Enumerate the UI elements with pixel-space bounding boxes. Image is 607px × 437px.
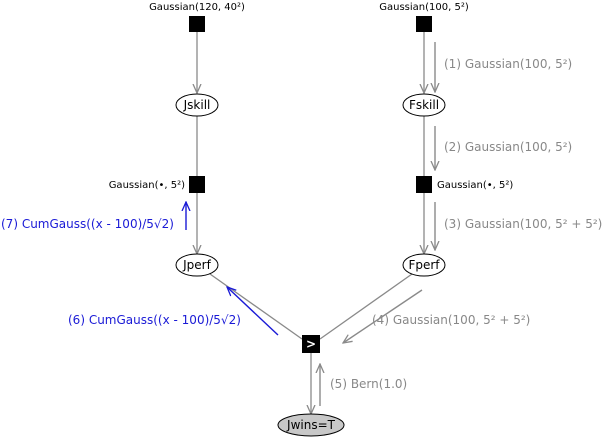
variable-jwins-observed (277, 413, 345, 437)
factor-fskill-prior (416, 16, 432, 32)
variable-fperf (402, 253, 446, 277)
factor-greater-than (302, 335, 320, 353)
edge-fperf-gt (319, 273, 413, 340)
message-label-4: (4) Gaussian(100, 5² + 5²) (372, 313, 530, 327)
message-label-6: (6) CumGauss((x - 100)/5√2) (68, 313, 241, 327)
message-label-5: (5) Bern(1.0) (330, 377, 407, 391)
variable-fperf-label: Fperf (408, 258, 440, 272)
message-label-2: (2) Gaussian(100, 5²) (444, 140, 572, 154)
message-label-3: (3) Gaussian(100, 5² + 5²) (444, 217, 602, 231)
message-arrow-4 (343, 289, 423, 343)
factor-fskill-prior-label: Gaussian(100, 5²) (379, 2, 469, 13)
variable-fskill-label: Fskill (409, 98, 439, 112)
variable-jwins-label: Jwins=T (286, 418, 336, 432)
message-label-1: (1) Gaussian(100, 5²) (444, 57, 572, 71)
factor-fperf-noise (416, 176, 432, 193)
factor-jskill-prior-label: Gaussian(120, 40²) (149, 2, 245, 13)
factor-jperf-noise (189, 176, 205, 193)
factor-jperf-noise-label: Gaussian(•, 5²) (109, 180, 185, 191)
variable-jskill-label: Jskill (183, 98, 211, 112)
factor-jskill-prior (189, 16, 205, 32)
variable-jperf-label: Jperf (182, 258, 211, 272)
edge-jperf-gt (209, 273, 303, 340)
variable-jskill (175, 93, 219, 117)
variable-fskill (402, 93, 446, 117)
variable-jperf (175, 253, 219, 277)
message-label-7: (7) CumGauss((x - 100)/5√2) (1, 217, 174, 231)
message-arrow-6 (227, 287, 279, 336)
factor-greater-than-label: > (306, 337, 316, 351)
factor-fperf-noise-label: Gaussian(•, 5²) (437, 180, 513, 191)
